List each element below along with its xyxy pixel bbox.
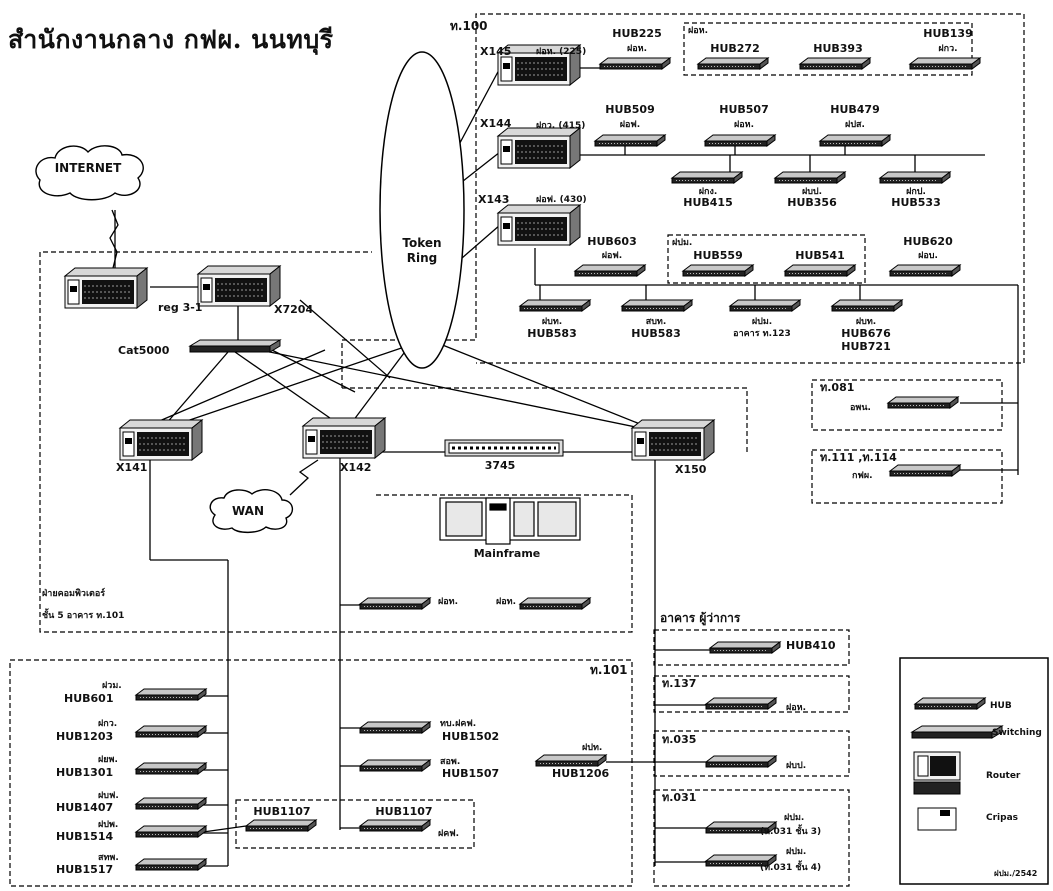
hub507-label: HUB507: [719, 104, 768, 116]
token-ring-ellipse: [380, 52, 464, 368]
hub139-label: HUB139: [923, 28, 972, 40]
x7204-label: X7204: [274, 304, 313, 316]
connection-lines: [115, 68, 1018, 866]
hub1502-dept: ทบ.ฝคฟ.: [440, 718, 476, 730]
reg-label: reg 3-1: [158, 302, 202, 314]
t111-label: ท.111 ,ท.114: [820, 452, 897, 464]
hub1206-label: HUB1206: [552, 768, 609, 780]
footnote: ฝปม./2542: [994, 868, 1037, 880]
t035-dept: ฝบป.: [786, 760, 806, 772]
hub1107a-label: HUB1107: [253, 806, 310, 818]
x144-label: X144: [480, 118, 511, 130]
hub356-label: HUB356: [787, 197, 836, 209]
bldg123-label: อาคาร ท.123: [733, 328, 791, 340]
t101-label: ท.101: [590, 664, 628, 676]
page-title: สำนักงานกลาง กฟผ. นนทบุรี: [8, 20, 334, 60]
x142-label: X142: [340, 462, 371, 474]
hub509-label: HUB509: [605, 104, 654, 116]
hub583b-label: HUB583: [631, 328, 680, 340]
legend-router-glyph: [914, 752, 960, 794]
hub272-label: HUB272: [710, 43, 759, 55]
legend-cripas-glyph: [918, 808, 956, 830]
hub1107b-dept: ฝคฟ.: [438, 828, 459, 840]
bldg123-dept: ฝปม.: [752, 316, 772, 328]
mid-dept-a: ฝอท.: [438, 596, 458, 608]
hub603-dept: ฝอฟ.: [602, 250, 622, 262]
hub479-label: HUB479: [830, 104, 879, 116]
t031-floor2: (ท.031 ชั้น 4): [760, 862, 821, 874]
x141-label: X141: [116, 462, 147, 474]
t100-label: ท.100: [450, 20, 488, 32]
wan-label: WAN: [232, 505, 264, 517]
hub541-label: HUB541: [795, 250, 844, 262]
legend-hub-label: HUB: [990, 700, 1012, 712]
mainframe-unit: [440, 498, 580, 544]
mainframe-label: Mainframe: [474, 548, 541, 560]
group-ahk-label: ฝอห.: [688, 25, 708, 37]
t081-label: ท.081: [820, 382, 854, 394]
hub601-dept: ฝวม.: [102, 680, 122, 692]
t031-label: ท.031: [662, 792, 696, 804]
legend-router-label: Router: [986, 770, 1020, 782]
t137-dept: ฝอห.: [786, 702, 806, 714]
hub225-dept: ฝอห.: [627, 43, 647, 55]
hub559-label: HUB559: [693, 250, 742, 262]
x150-label: X150: [675, 464, 706, 476]
hub509-dept: ฝอฟ.: [620, 119, 640, 131]
t137-label: ท.137: [662, 678, 696, 690]
hub410-label: HUB410: [786, 640, 835, 652]
hub507-dept: ฝอห.: [734, 119, 754, 131]
executive-label: อาคาร ผู้ว่าการ: [660, 612, 740, 624]
hub1203-dept: ฝกว.: [98, 718, 117, 730]
fep-3745: [445, 440, 563, 456]
computer-dept-label-1: ฝ่ายคอมพิวเตอร์: [42, 588, 105, 600]
hub1507-label: HUB1507: [442, 768, 499, 780]
group-fpl-label: ฝปม.: [672, 237, 692, 249]
x145-dept: ฝอห. (225): [536, 46, 586, 58]
hub139-dept: ฝกว.: [938, 43, 957, 55]
legend-switching-label: Switching: [992, 727, 1042, 739]
hub225-label: HUB225: [612, 28, 661, 40]
mid-dept-b: ฝอท.: [496, 596, 516, 608]
hub1517-label: HUB1517: [56, 864, 113, 876]
token-ring-label-1: Token: [402, 237, 441, 249]
hub620-dept: ฝอบ.: [918, 250, 938, 262]
hub1502-label: HUB1502: [442, 731, 499, 743]
hub620-label: HUB620: [903, 236, 952, 248]
t035-label: ท.035: [662, 734, 696, 746]
legend-cripas-label: Cripas: [986, 812, 1018, 824]
t081-dept: อพน.: [850, 402, 871, 414]
hub479-dept: ฝปส.: [845, 119, 865, 131]
t111-dept: กฟผ.: [852, 470, 873, 482]
hub676-label: HUB676: [841, 328, 890, 340]
hub721-label: HUB721: [841, 341, 890, 353]
hub601-label: HUB601: [64, 693, 113, 705]
t031-floor1: (ท.031 ชั้น 3): [760, 826, 821, 838]
hub1301-dept: ฝยพ.: [98, 754, 118, 766]
hub603-label: HUB603: [587, 236, 636, 248]
hub1203-label: HUB1203: [56, 731, 113, 743]
hub415-label: HUB415: [683, 197, 732, 209]
x145-label: X145: [480, 46, 511, 58]
cat5000-label: Cat5000: [118, 345, 169, 357]
hub1107b-label: HUB1107: [375, 806, 432, 818]
internet-label: INTERNET: [55, 162, 122, 174]
hub533-label: HUB533: [891, 197, 940, 209]
hub1301-label: HUB1301: [56, 767, 113, 779]
token-ring-label-2: Ring: [407, 252, 438, 264]
hub1514-label: HUB1514: [56, 831, 113, 843]
x144-dept: ฝกว. (415): [536, 120, 585, 132]
hub393-label: HUB393: [813, 43, 862, 55]
t031-dept1: ฝปม.: [784, 812, 804, 824]
hub583a-label: HUB583: [527, 328, 576, 340]
fep-label: 3745: [485, 460, 516, 472]
hub1206-dept: ฝปท.: [582, 742, 602, 754]
hub1407-label: HUB1407: [56, 802, 113, 814]
t031-dept2: ฝปม.: [786, 846, 806, 858]
x143-label: X143: [478, 194, 509, 206]
computer-dept-label-2: ชั้น 5 อาคาร ท.101: [42, 610, 124, 622]
x143-dept: ฝอฟ. (430): [536, 194, 587, 206]
